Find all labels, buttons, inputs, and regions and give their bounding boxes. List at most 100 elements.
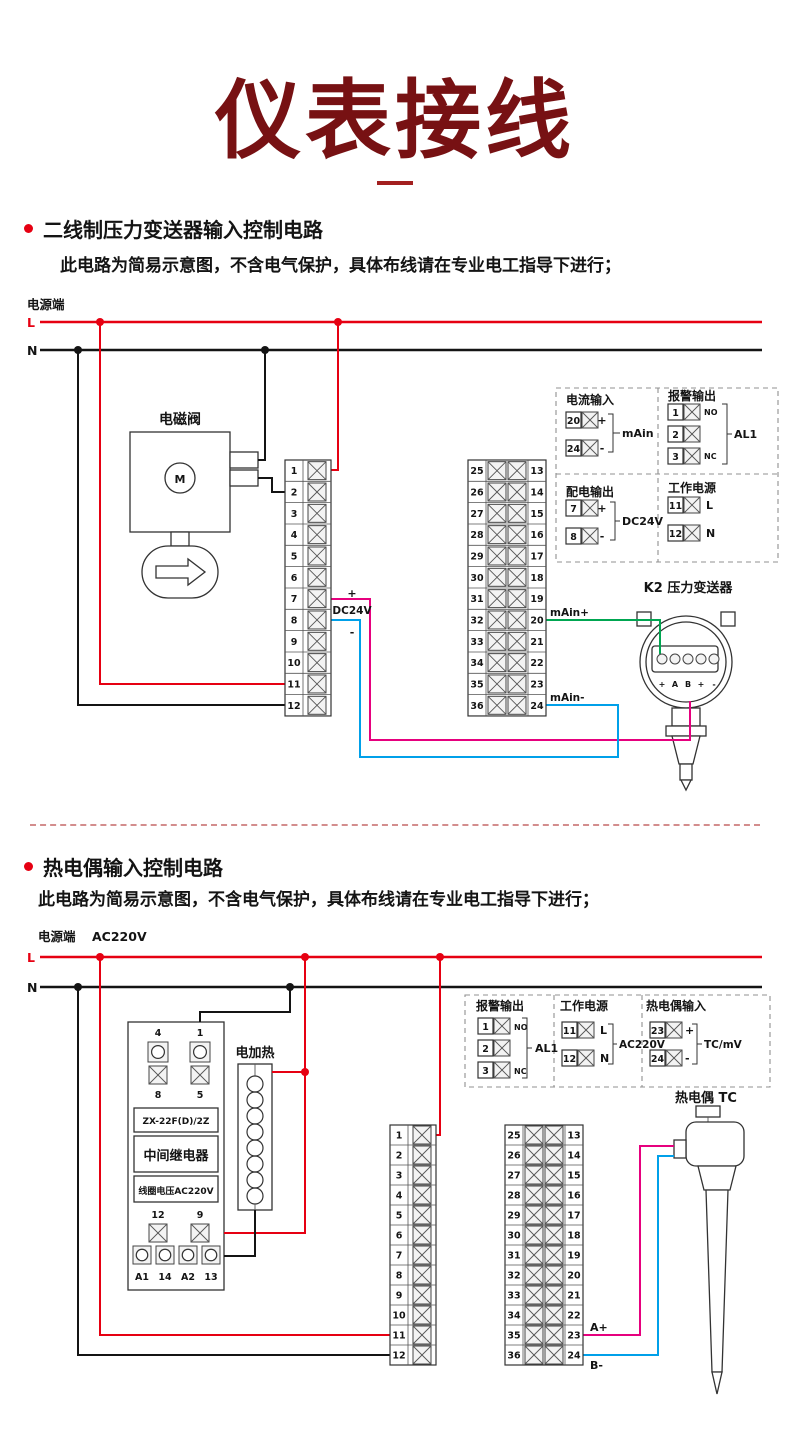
wire-n-to-relay — [199, 987, 291, 1022]
terminal-number: 26 — [470, 487, 484, 498]
transmitter-collar — [665, 725, 707, 737]
terminal-number: 35 — [470, 679, 483, 690]
transmitter-lug — [720, 611, 736, 627]
page-title: 仪表接线 — [215, 71, 575, 171]
work-power-title: 工作电源 — [668, 480, 716, 495]
terminal-number: 29 — [470, 551, 483, 562]
terminal-number-box — [649, 1049, 666, 1067]
tc-head — [685, 1121, 745, 1167]
wire-l-to-terminal11 — [99, 322, 285, 685]
tc-input-title: 热电偶输入 — [646, 998, 706, 1013]
terminal-number: 1 — [197, 1028, 204, 1039]
wire-l-to-terminal1 — [331, 322, 339, 471]
terminal-number-box — [667, 403, 684, 421]
terminal-number-box — [667, 496, 684, 514]
nc-label: NC — [704, 452, 717, 461]
terminal-number: 15 — [530, 509, 543, 520]
transmitter-terminal — [656, 653, 668, 665]
solenoid-motor-label: M — [175, 473, 186, 486]
terminal-number-box — [565, 439, 582, 457]
section-divider — [30, 824, 760, 826]
terminal-number: 13 — [567, 1131, 580, 1142]
main-bracket-label: mAin — [622, 427, 654, 440]
power-dist-title: 配电输出 — [566, 484, 614, 499]
alarm-output-title-2: 报警输出 — [476, 998, 524, 1013]
terminal-number: 13 — [204, 1272, 217, 1283]
terminal-number: 13 — [530, 466, 543, 477]
terminal-number: 23 — [567, 1331, 580, 1342]
terminal-number: + — [698, 680, 705, 689]
terminal-number: 8 — [291, 615, 298, 626]
terminal-number: 27 — [507, 1171, 520, 1182]
terminal-number: 2 — [396, 1151, 403, 1162]
ac220v-label: AC220V — [619, 1039, 666, 1051]
solenoid-motor-circle — [164, 462, 196, 494]
power-end-label-1: 电源端 — [27, 297, 65, 312]
io-panel-1 — [555, 387, 779, 563]
transmitter-terminal — [708, 653, 720, 665]
terminal-number: 14 — [158, 1272, 172, 1283]
terminal-number: 21 — [530, 637, 543, 648]
terminal-number: 12 — [287, 701, 300, 712]
terminal-number: 3 — [396, 1171, 403, 1182]
transmitter-terminal — [669, 653, 681, 665]
terminal-number-box — [561, 1021, 578, 1039]
bullet-icon — [24, 862, 33, 871]
terminal-number: 9 — [396, 1291, 403, 1302]
wire-tc-b-minus — [583, 1155, 674, 1356]
terminal-number: A — [672, 680, 679, 689]
b-minus-label: B- — [590, 1359, 603, 1372]
section1-note: 此电路为简易示意图，不含电气保护，具体布线请在专业电工指导下进行； — [60, 256, 621, 276]
tc-mv-label: TC/mV — [704, 1039, 743, 1051]
relay-name-box — [133, 1135, 219, 1173]
terminal-number: - — [712, 680, 715, 689]
power-dist-plus: + — [597, 502, 606, 515]
terminal-number: 12 — [669, 529, 682, 540]
terminal-number: 18 — [530, 573, 544, 584]
io-panel-2-dividers — [553, 995, 643, 1087]
junction-dot — [96, 318, 104, 326]
terminal-number: 24 — [530, 701, 544, 712]
junction-dot — [334, 318, 342, 326]
no-label-2: NO — [514, 1023, 528, 1032]
terminal-number: 2 — [672, 430, 679, 441]
junction-dot — [436, 953, 444, 961]
terminal-number: 3 — [291, 509, 298, 520]
tc-cap — [695, 1105, 721, 1118]
terminal-number: 28 — [507, 1191, 521, 1202]
voltage-label-2: AC220V — [92, 929, 147, 944]
terminal-number: 24 — [567, 1351, 581, 1362]
terminal-number: 7 — [570, 504, 577, 515]
terminal-number: 16 — [567, 1191, 581, 1202]
terminal-number: 30 — [507, 1231, 521, 1242]
power-dist-dc24v: DC24V — [622, 515, 664, 528]
junction-dot — [301, 953, 309, 961]
terminal-number: 14 — [567, 1151, 581, 1162]
heater-body — [237, 1063, 273, 1211]
terminal-number: 22 — [567, 1311, 580, 1322]
terminal-number: 30 — [470, 573, 484, 584]
wire-heater-to-relay — [224, 1210, 256, 1257]
current-input-minus: - — [600, 442, 605, 455]
relay-coil-label: 线圈电压AC220V — [138, 1185, 213, 1197]
wire-n-to-terminal12 — [77, 350, 285, 706]
terminal-number-box — [667, 425, 684, 443]
terminal-number: 12 — [392, 1351, 405, 1362]
terminal-number: 5 — [197, 1090, 204, 1101]
terminal-number: 27 — [470, 509, 483, 520]
relay-coil-box — [133, 1175, 219, 1203]
wires — [40, 320, 762, 1356]
terminal-number: 33 — [507, 1291, 520, 1302]
terminal-number: 16 — [530, 530, 544, 541]
terminal-number: 17 — [530, 551, 543, 562]
terminal-number: 14 — [530, 487, 544, 498]
terminal-number: 17 — [567, 1211, 580, 1222]
relay-name: 中间继电器 — [143, 1148, 209, 1164]
main-plus-label: mAin+ — [550, 607, 589, 619]
al1-label-2: AL1 — [535, 1042, 558, 1055]
terminal-number: 18 — [567, 1231, 581, 1242]
terminal-number: 4 — [396, 1191, 403, 1202]
